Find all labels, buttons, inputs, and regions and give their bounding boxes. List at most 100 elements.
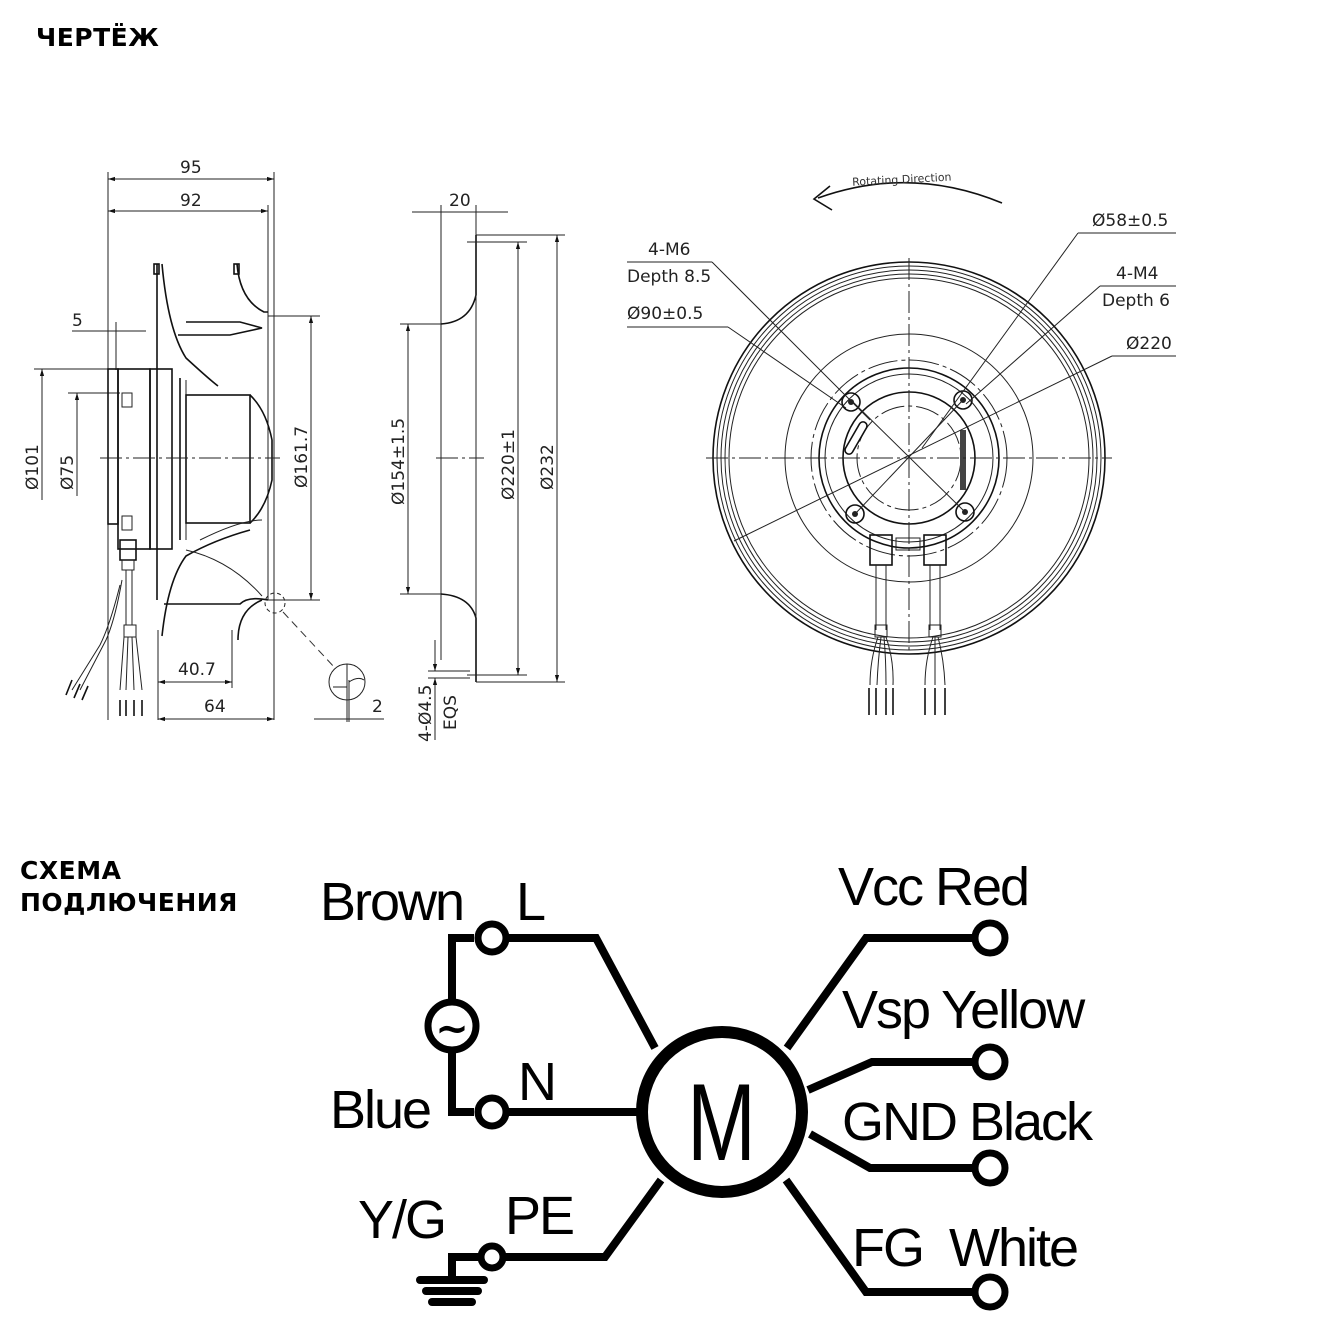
cable-wires-straight [119, 636, 143, 691]
terminal-vsp[interactable] [971, 1043, 1009, 1081]
detail-leader [282, 611, 336, 669]
cable-sleeve [123, 624, 137, 638]
blade-curve [185, 549, 263, 597]
rotor-hub [185, 394, 251, 524]
side-view: 95 92 5 Ø101 Ø75 [23, 158, 384, 722]
dim-label-2: 2 [372, 697, 383, 717]
motor-clip [121, 515, 133, 531]
rotating-direction-label: Rotating Direction [852, 171, 952, 189]
wire-brown-to-source [448, 934, 474, 1002]
terminal-n[interactable] [474, 1094, 510, 1130]
impeller-back-plate [156, 263, 219, 600]
leader-m6 [711, 261, 871, 421]
terminal-l[interactable] [474, 920, 510, 956]
cable-gland [923, 534, 947, 566]
motor-symbol-label: M [687, 1060, 756, 1183]
terminal-gnd[interactable] [971, 1149, 1009, 1187]
wire-vcc [783, 934, 975, 1051]
impeller-back-lower [161, 529, 251, 637]
motor-housing-ring [149, 368, 173, 550]
wire-label-brown: Brown [320, 872, 463, 932]
diagonal-line [854, 399, 964, 515]
callout-m4-thread: 4-M4 [1116, 264, 1158, 284]
power-wires [869, 636, 894, 686]
dim-label-92: 92 [180, 191, 202, 211]
callout-d220: Ø220 [1126, 334, 1172, 354]
impeller-inlet-shroud [236, 263, 268, 313]
wire-blue-to-source [448, 1050, 474, 1116]
wire-ferrules [119, 700, 143, 716]
connector-block [895, 537, 921, 551]
wire-vsp [806, 1058, 975, 1094]
wire-ground [448, 1253, 479, 1280]
impeller-shroud-lower [237, 599, 263, 641]
shroud-tip [153, 263, 160, 275]
wire-fg [782, 1177, 975, 1296]
terminal-pe[interactable] [477, 1242, 507, 1272]
terminal-label-vsp-yellow: Vsp Yellow [842, 980, 1086, 1040]
cable-gland [869, 534, 893, 566]
dim-label-d232: Ø232 [538, 444, 558, 490]
terminal-vcc[interactable] [971, 919, 1009, 957]
pcb-component-strip [960, 430, 966, 490]
callout-d58: Ø58±0.5 [1092, 211, 1168, 231]
callout-m6-depth: Depth 8.5 [627, 267, 711, 287]
signal-wires [924, 636, 946, 686]
wire-gnd [808, 1130, 975, 1172]
rotor-dome [249, 394, 273, 524]
terminal-label-pe: PE [505, 1186, 573, 1246]
dim-label-d101: Ø101 [23, 444, 43, 490]
terminal-fg[interactable] [971, 1273, 1009, 1311]
wire-l [508, 934, 659, 1050]
wiring-diagram: M ~ Brown L Blue N Y/G [320, 857, 1096, 1311]
wiring-heading-line-1: СХЕМА [20, 856, 122, 885]
boss-m6-hole [848, 399, 854, 405]
cable-wires-bent [71, 579, 123, 691]
cable-sheath [125, 570, 133, 625]
leader-d90 [727, 326, 847, 409]
boss-m6 [955, 502, 975, 522]
ac-source-glyph: ~ [435, 1006, 469, 1052]
impeller-blade [178, 321, 263, 336]
drawing-section-heading: ЧЕРТЁЖ [36, 23, 160, 52]
wire-pe [505, 1177, 665, 1261]
dim-label-holes: 4-Ø4.5 [416, 685, 436, 742]
detail-profile [333, 677, 365, 688]
terminal-label-fg-white: FG White [852, 1218, 1077, 1278]
dim-label-64: 64 [204, 697, 226, 717]
dim-label-d154: Ø154±1.5 [389, 418, 409, 505]
dim-label-20: 20 [449, 191, 471, 211]
leader-m4 [965, 285, 1101, 405]
leader-d58 [921, 232, 1079, 449]
terminal-label-gnd-black: GND Black [842, 1092, 1094, 1152]
blade-curve [199, 519, 263, 541]
dim-label-d75: Ø75 [58, 455, 78, 490]
callout-d90: Ø90±0.5 [627, 304, 703, 324]
impeller-blade-lower [164, 597, 269, 605]
front-view: Rotating Direction [627, 171, 1176, 715]
ring-profile-bottom [440, 593, 477, 682]
dim-label-95: 95 [180, 158, 202, 178]
dim-label-d220: Ø220±1 [499, 429, 519, 500]
slot [844, 421, 868, 455]
dim-label-5: 5 [72, 311, 83, 331]
boss-m6 [845, 504, 865, 524]
ring-profile-top [440, 235, 477, 325]
wire-ferrules [65, 679, 89, 701]
wiring-section-heading: СХЕМА ПОДЛЮЧЕНИЯ [20, 855, 238, 919]
callout-m4-depth: Depth 6 [1102, 291, 1170, 311]
motor-clip [121, 392, 133, 408]
callout-m6-thread: 4-M6 [648, 240, 690, 260]
dim-label-eqs: EQS [441, 695, 461, 730]
wiring-heading-line-2: ПОДЛЮЧЕНИЯ [20, 888, 238, 917]
wire-label-yg: Y/G [358, 1190, 445, 1250]
wire-ferrules [868, 688, 946, 715]
cable-gland-nut [121, 559, 135, 571]
boss-m6 [841, 392, 861, 412]
motor-symbol-circle [636, 1026, 808, 1198]
dim-label-40-7: 40.7 [178, 660, 216, 680]
wire-label-blue: Blue [330, 1080, 430, 1140]
motor-flange-plate [107, 368, 119, 525]
ground-icon [416, 1276, 488, 1306]
